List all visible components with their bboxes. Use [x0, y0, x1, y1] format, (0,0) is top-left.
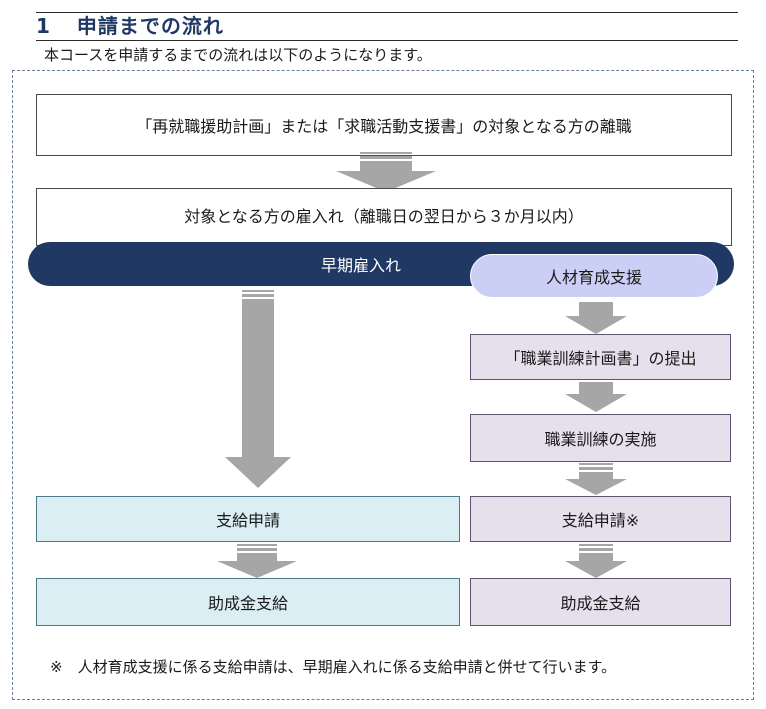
separation-box: 「再就職援助計画」または「求職活動支援書」の対象となる方の離職 — [36, 94, 732, 156]
flow-frame — [12, 70, 754, 700]
footnote: ※ 人材育成支援に係る支給申請は、早期雇入れに係る支給申請と併せて行います。 — [50, 658, 617, 676]
down-arrow-left-long — [225, 290, 291, 488]
hiring-box: 対象となる方の雇入れ（離職日の翌日から３か月以内） — [36, 188, 732, 246]
down-arrow-right-2 — [565, 382, 627, 412]
title-rule-top — [36, 12, 738, 13]
talent-development-label: 人材育成支援 — [545, 268, 642, 287]
down-arrow-1 — [336, 152, 436, 192]
hiring-text: 対象となる方の雇入れ（離職日の翌日から３か月以内） — [184, 207, 584, 226]
separation-text: 「再就職援助計画」または「求職活動支援書」の対象となる方の離職 — [136, 117, 632, 136]
right-payment-text: 助成金支給 — [560, 594, 641, 613]
right-apply-text: 支給申請※ — [561, 511, 640, 530]
down-arrow-right-1 — [565, 302, 627, 334]
training-box: 職業訓練の実施 — [470, 414, 731, 462]
intro-text: 本コースを申請するまでの流れは以下のようになります。 — [44, 46, 432, 64]
title-rule-bottom — [36, 40, 738, 41]
talent-development-pill: 人材育成支援 — [470, 254, 718, 298]
section-heading: 申請までの流れ — [76, 14, 224, 38]
training-plan-text: 「職業訓練計画書」の提出 — [504, 349, 697, 368]
down-arrow-right-3 — [565, 463, 627, 495]
left-apply-text: 支給申請 — [215, 511, 280, 530]
down-arrow-left-short — [217, 544, 297, 578]
right-apply-box: 支給申請※ — [470, 496, 731, 542]
training-plan-box: 「職業訓練計画書」の提出 — [470, 334, 731, 380]
left-payment-box: 助成金支給 — [36, 578, 460, 626]
left-payment-text: 助成金支給 — [207, 594, 288, 613]
left-apply-box: 支給申請 — [36, 496, 460, 542]
early-hiring-label: 早期雇入れ — [320, 256, 401, 275]
right-payment-box: 助成金支給 — [470, 578, 731, 626]
section-number: 1 — [36, 14, 51, 38]
training-text: 職業訓練の実施 — [544, 430, 657, 449]
section-title: 1 申請までの流れ — [36, 10, 224, 39]
down-arrow-right-4 — [565, 544, 627, 578]
